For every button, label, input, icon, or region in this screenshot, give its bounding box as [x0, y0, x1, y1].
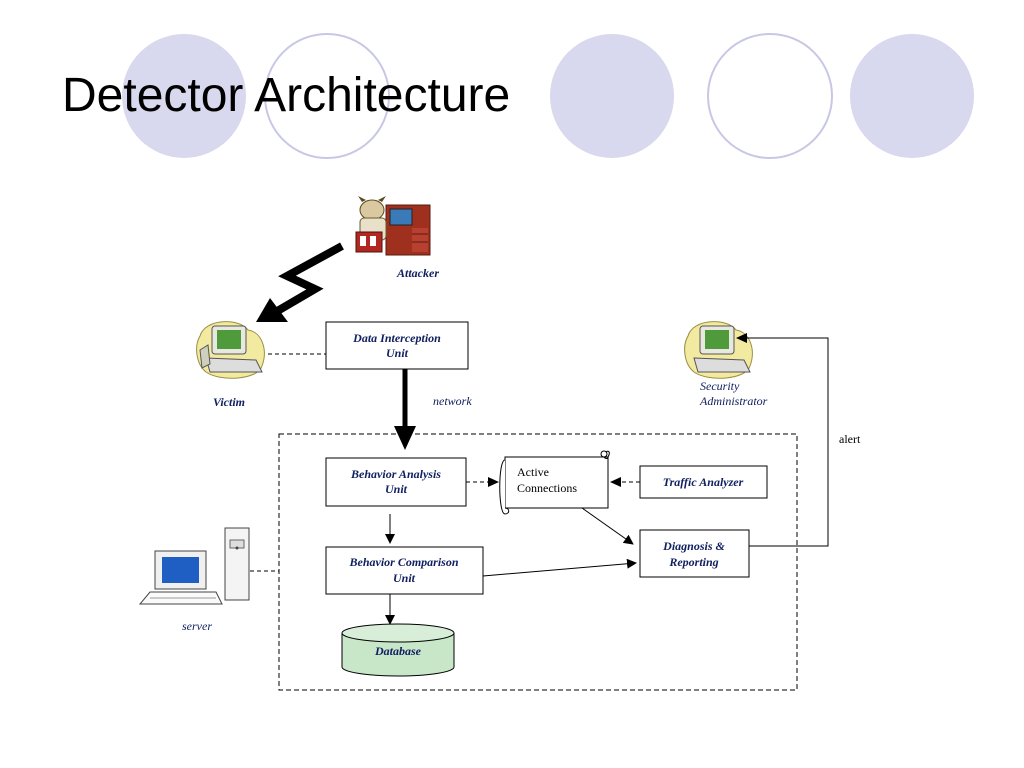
decor-circle-filled-3 [850, 34, 974, 158]
alert-arrowhead [736, 333, 747, 343]
decor-circle-filled-1 [122, 34, 246, 158]
detector-boundary [278, 433, 798, 691]
behavior-comparison-label-2: Unit [393, 571, 416, 585]
data-interception-label-1: Data Interception [352, 331, 441, 345]
diagnosis-label-2: Reporting [668, 555, 718, 569]
security-admin-computer-icon [684, 321, 753, 379]
diagnosis-label-1: Diagnosis & [662, 539, 725, 553]
behavior-comparison-box [325, 546, 484, 595]
attacker-label: Attacker [396, 266, 439, 280]
security-admin-label-1: Security [700, 379, 740, 393]
network-label: network [433, 394, 472, 408]
server-label: server [182, 619, 212, 633]
slide-title: Detector Architecture [62, 69, 511, 122]
behavior-analysis-box [325, 457, 467, 507]
database-cylinder [341, 623, 455, 677]
traffic-analyzer-label: Traffic Analyzer [663, 475, 744, 489]
behavior-analysis-label-2: Unit [385, 482, 408, 496]
connections-to-diagnosis-arrow [581, 507, 634, 545]
traffic-analyzer-box [639, 465, 768, 499]
active-connections-label-2: Connections [517, 481, 577, 495]
victim-computer-icon [196, 321, 265, 379]
comparison-to-diagnosis-arrow [482, 558, 637, 577]
security-admin-label-2: Administrator [699, 394, 768, 408]
data-interception-box [325, 321, 469, 370]
active-connections-label-1: Active [517, 465, 549, 479]
analysis-to-connections-arrowhead [488, 477, 499, 487]
data-interception-label-2: Unit [386, 346, 409, 360]
attacker-icon [355, 196, 431, 256]
network-arrow [394, 369, 416, 450]
alert-label: alert [839, 432, 861, 446]
behavior-comparison-label-1: Behavior Comparison [348, 555, 458, 569]
active-connections-scroll [499, 450, 610, 515]
traffic-to-connections-arrowhead [610, 477, 621, 487]
alert-line [745, 337, 829, 547]
database-label: Database [374, 644, 422, 658]
attack-lightning-arrow [256, 242, 344, 322]
behavior-analysis-label-1: Behavior Analysis [350, 467, 441, 481]
decor-circle-filled-2 [550, 34, 674, 158]
decor-circle-outline-2 [707, 33, 833, 159]
server-computer-icon [138, 527, 250, 605]
diagnosis-reporting-box [639, 529, 750, 578]
decor-circle-outline-1 [264, 33, 390, 159]
victim-label: Victim [213, 395, 245, 409]
